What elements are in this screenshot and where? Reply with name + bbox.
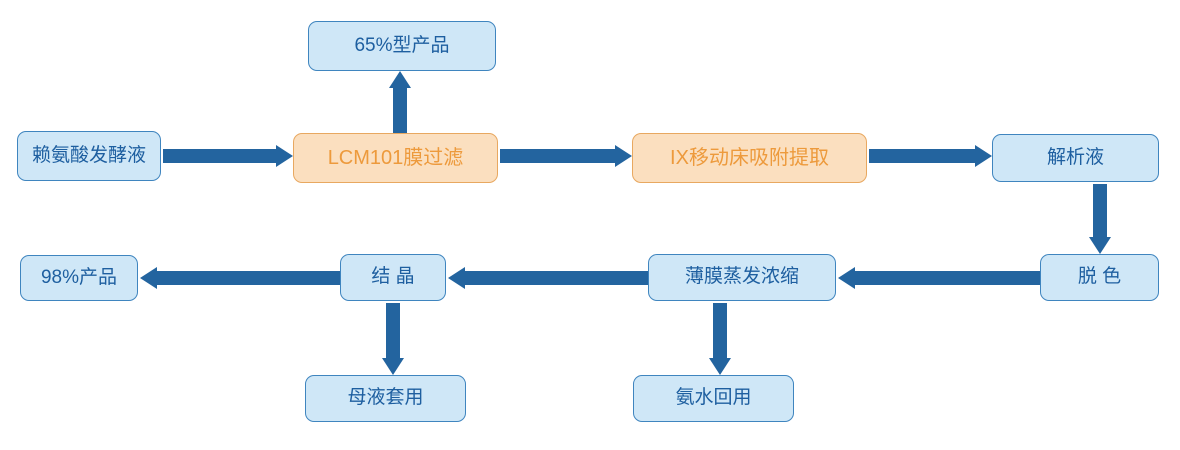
arrow-shaft (869, 149, 975, 163)
node-label: 赖氨酸发酵液 (31, 144, 146, 166)
node-ammonia-water-reuse[interactable]: 氨水回用 (633, 375, 794, 422)
arrow-head-left-icon (448, 267, 465, 289)
arrow-head-left-icon (838, 267, 855, 289)
node-product-65-percent[interactable]: 65%型产品 (308, 21, 496, 71)
node-thin-film-evaporation-concentration[interactable]: 薄膜蒸发浓缩 (648, 254, 836, 301)
node-label: 母液套用 (347, 387, 424, 409)
arrow-head-down-icon (382, 358, 404, 375)
arrow-shaft (855, 271, 1041, 285)
arrow-head-up-icon (389, 71, 411, 88)
arrow-head-right-icon (975, 145, 992, 167)
arrow-shaft (1093, 184, 1107, 237)
node-label: IX移动床吸附提取 (670, 147, 829, 169)
arrow-head-left-icon (140, 267, 157, 289)
node-label: 98%产品 (40, 266, 118, 288)
node-crystallization[interactable]: 结 晶 (340, 254, 446, 301)
arrow-shaft (157, 271, 342, 285)
node-decolorization[interactable]: 脱 色 (1040, 254, 1159, 301)
node-label: 解析液 (1046, 146, 1104, 168)
arrow-shaft (386, 303, 400, 358)
node-label: 结 晶 (371, 266, 415, 288)
node-lcm101-membrane-filtration[interactable]: LCM101膜过滤 (293, 133, 498, 183)
arrow-shaft (163, 149, 276, 163)
arrow-shaft (500, 149, 615, 163)
node-mother-liquor-reuse[interactable]: 母液套用 (305, 375, 466, 422)
node-ix-moving-bed-adsorption[interactable]: IX移动床吸附提取 (632, 133, 867, 183)
arrow-shaft (393, 88, 407, 136)
node-label: 薄膜蒸发浓缩 (684, 266, 799, 288)
arrow-head-down-icon (709, 358, 731, 375)
node-label: 65%型产品 (354, 34, 450, 56)
node-label: LCM101膜过滤 (327, 147, 464, 169)
arrow-shaft (713, 303, 727, 358)
arrow-shaft (465, 271, 650, 285)
node-eluate[interactable]: 解析液 (992, 134, 1159, 182)
node-product-98-percent[interactable]: 98%产品 (20, 255, 138, 301)
node-label: 脱 色 (1077, 266, 1122, 288)
node-lysine-fermentation-broth[interactable]: 赖氨酸发酵液 (17, 131, 161, 181)
arrow-head-right-icon (615, 145, 632, 167)
node-label: 氨水回用 (675, 387, 752, 409)
arrow-head-down-icon (1089, 237, 1111, 254)
arrow-head-right-icon (276, 145, 293, 167)
